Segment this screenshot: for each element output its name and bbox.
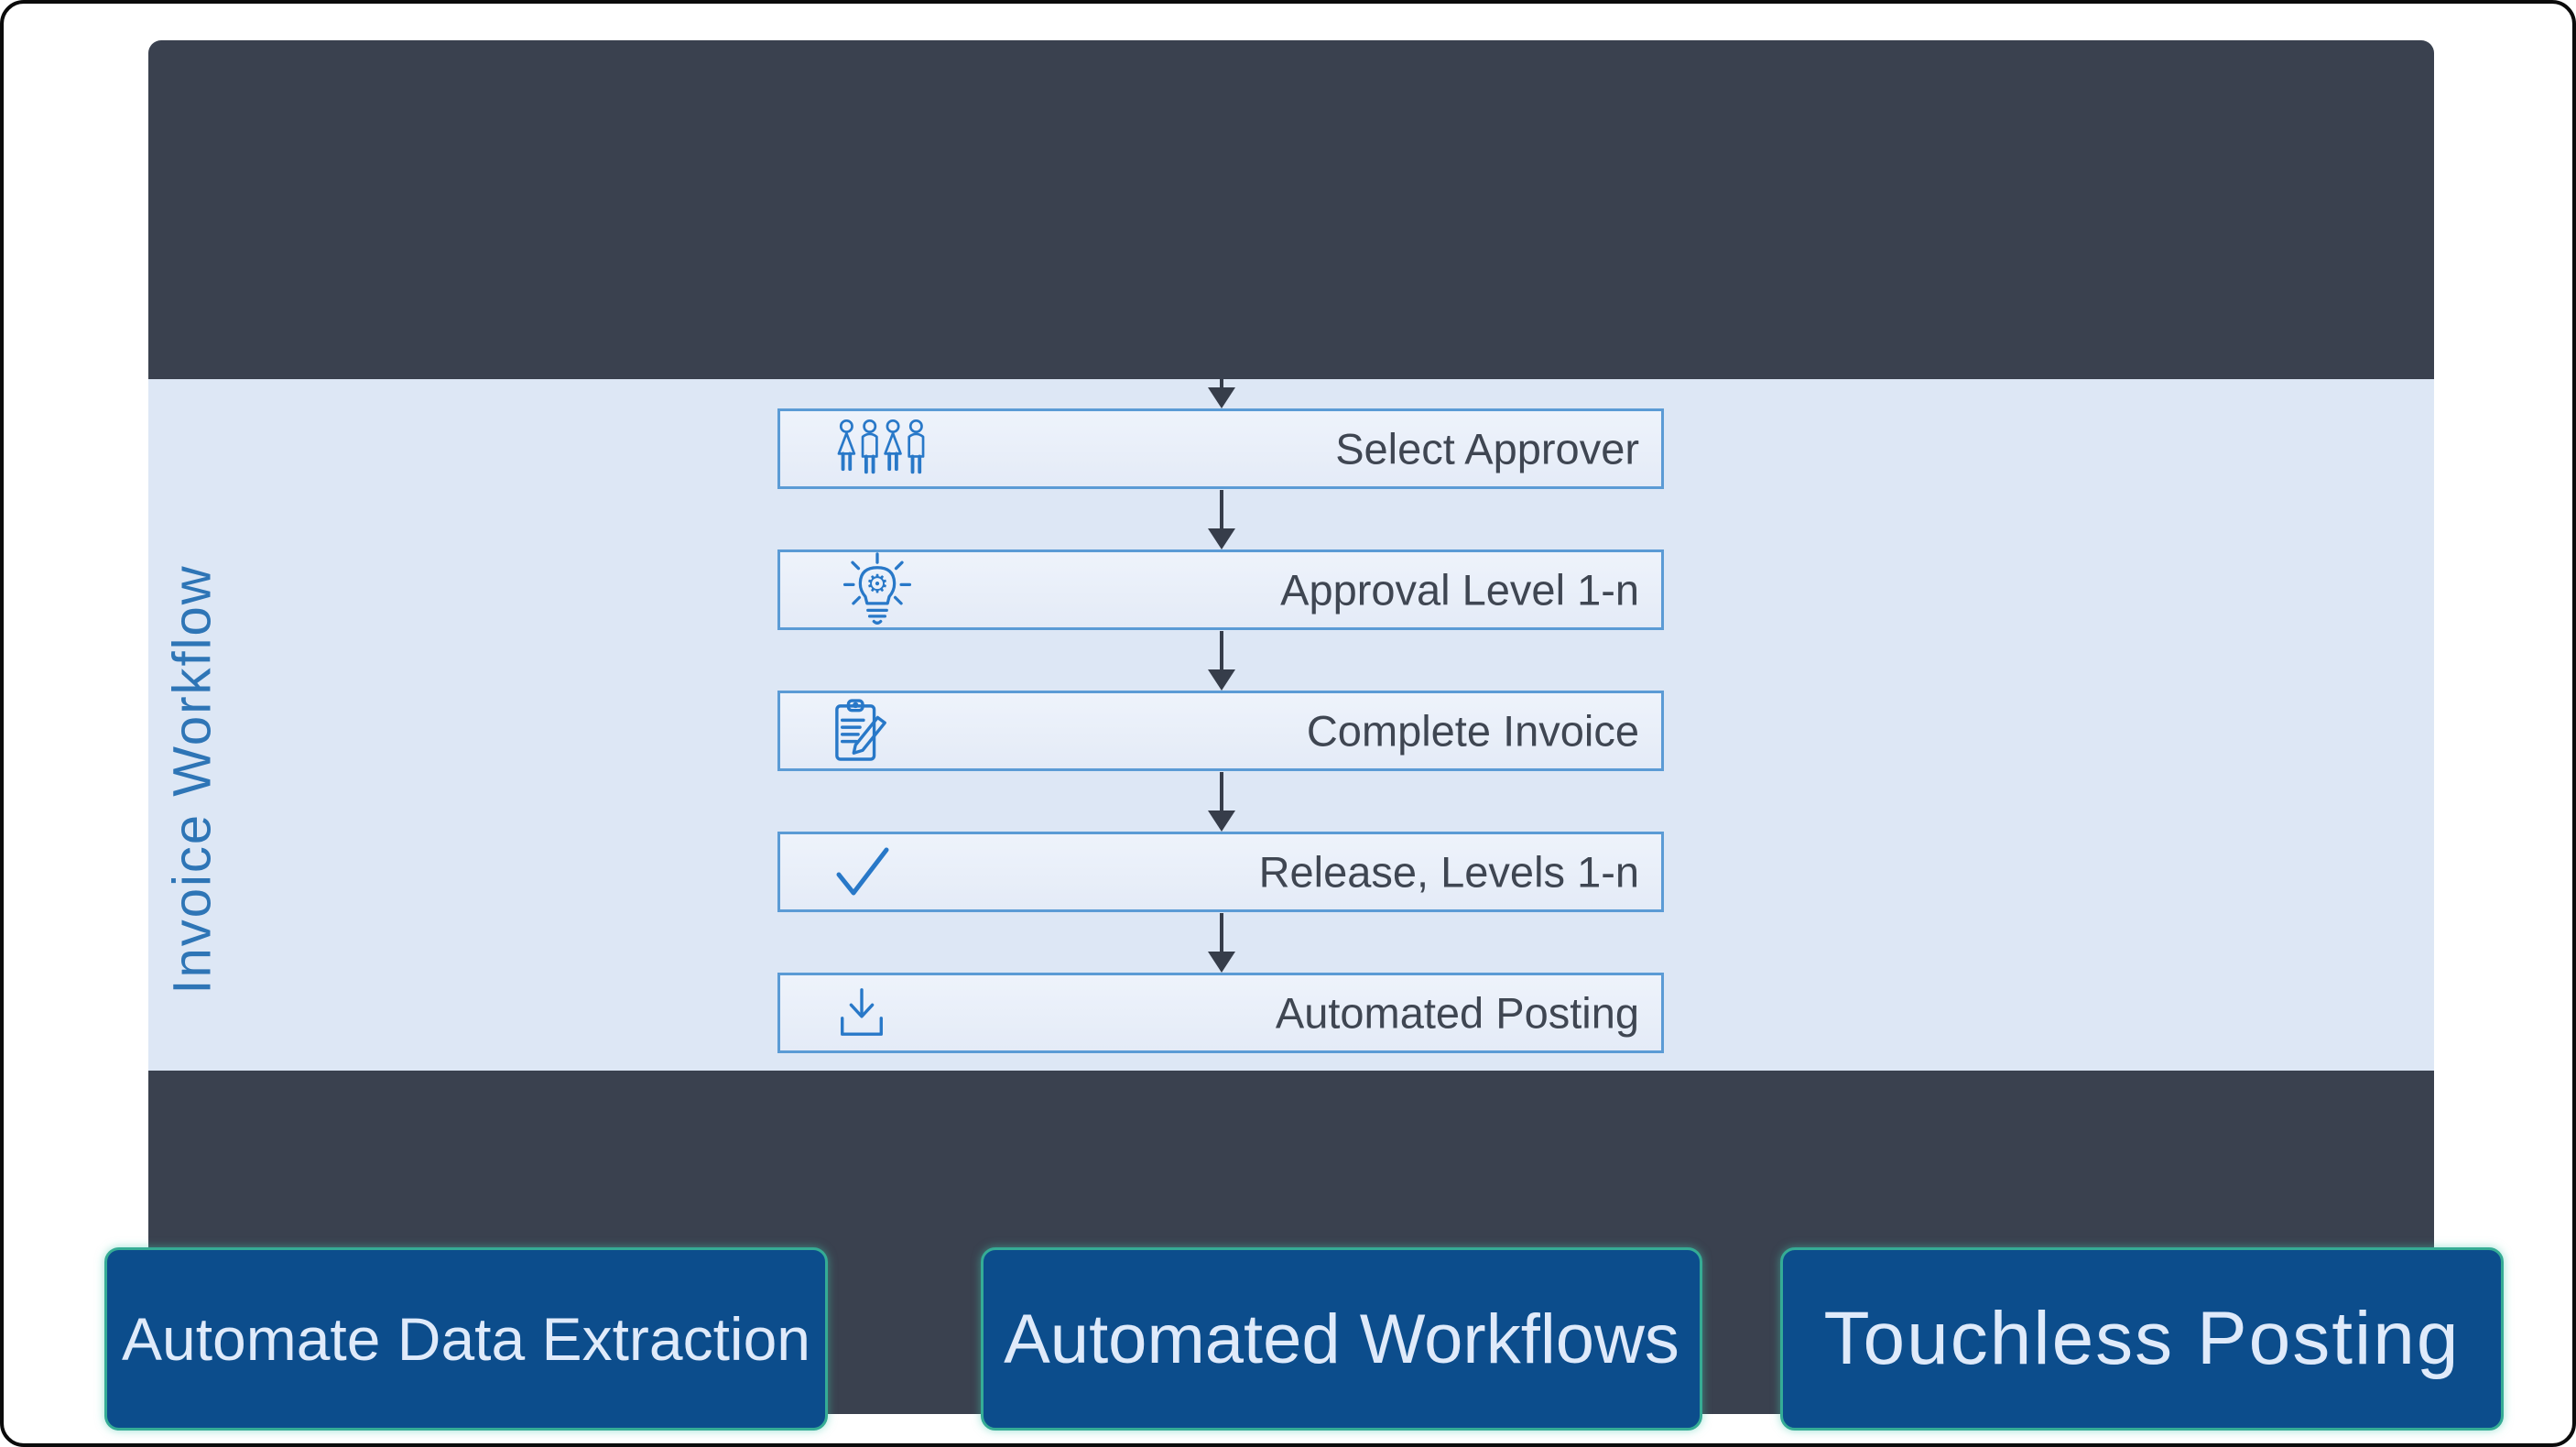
button-label: Touchless Posting (1823, 1297, 2461, 1380)
download-icon (833, 986, 890, 1039)
flow-arrow-1 (1207, 490, 1236, 549)
flow-arrow-into-select-approver (1207, 379, 1236, 408)
automated-workflows-button[interactable]: Automated Workflows (981, 1247, 1702, 1431)
step-label: Complete Invoice (1306, 706, 1639, 756)
workflow-step-select-approver: Select Approver (777, 408, 1664, 489)
people-group-icon (833, 419, 929, 479)
automate-data-extraction-button[interactable]: Automate Data Extraction (104, 1247, 828, 1431)
step-label: Automated Posting (1275, 988, 1639, 1038)
button-label: Automate Data Extraction (121, 1305, 811, 1373)
workflow-step-complete-invoice: Complete Invoice (777, 691, 1664, 771)
workflow-title: Invoice Workflow (162, 564, 223, 995)
workflow-step-release-levels: Release, Levels 1-n (777, 832, 1664, 912)
clipboard-pencil-icon (833, 699, 890, 763)
lightbulb-gear-icon: ⚙ (841, 552, 914, 627)
workflow-step-approval-level: ⚙ Approval Level 1-n (777, 549, 1664, 630)
button-label: Automated Workflows (1004, 1300, 1679, 1378)
flow-arrow-2 (1207, 631, 1236, 691)
flow-arrow-3 (1207, 772, 1236, 832)
workflow-step-automated-posting: Automated Posting (777, 973, 1664, 1053)
step-label: Approval Level 1-n (1280, 565, 1639, 615)
checkmark-icon (833, 845, 892, 898)
touchless-posting-button[interactable]: Touchless Posting (1780, 1247, 2504, 1431)
step-label: Select Approver (1335, 424, 1639, 473)
flow-arrow-4 (1207, 913, 1236, 973)
step-label: Release, Levels 1-n (1258, 847, 1639, 897)
svg-text:⚙: ⚙ (865, 569, 888, 599)
